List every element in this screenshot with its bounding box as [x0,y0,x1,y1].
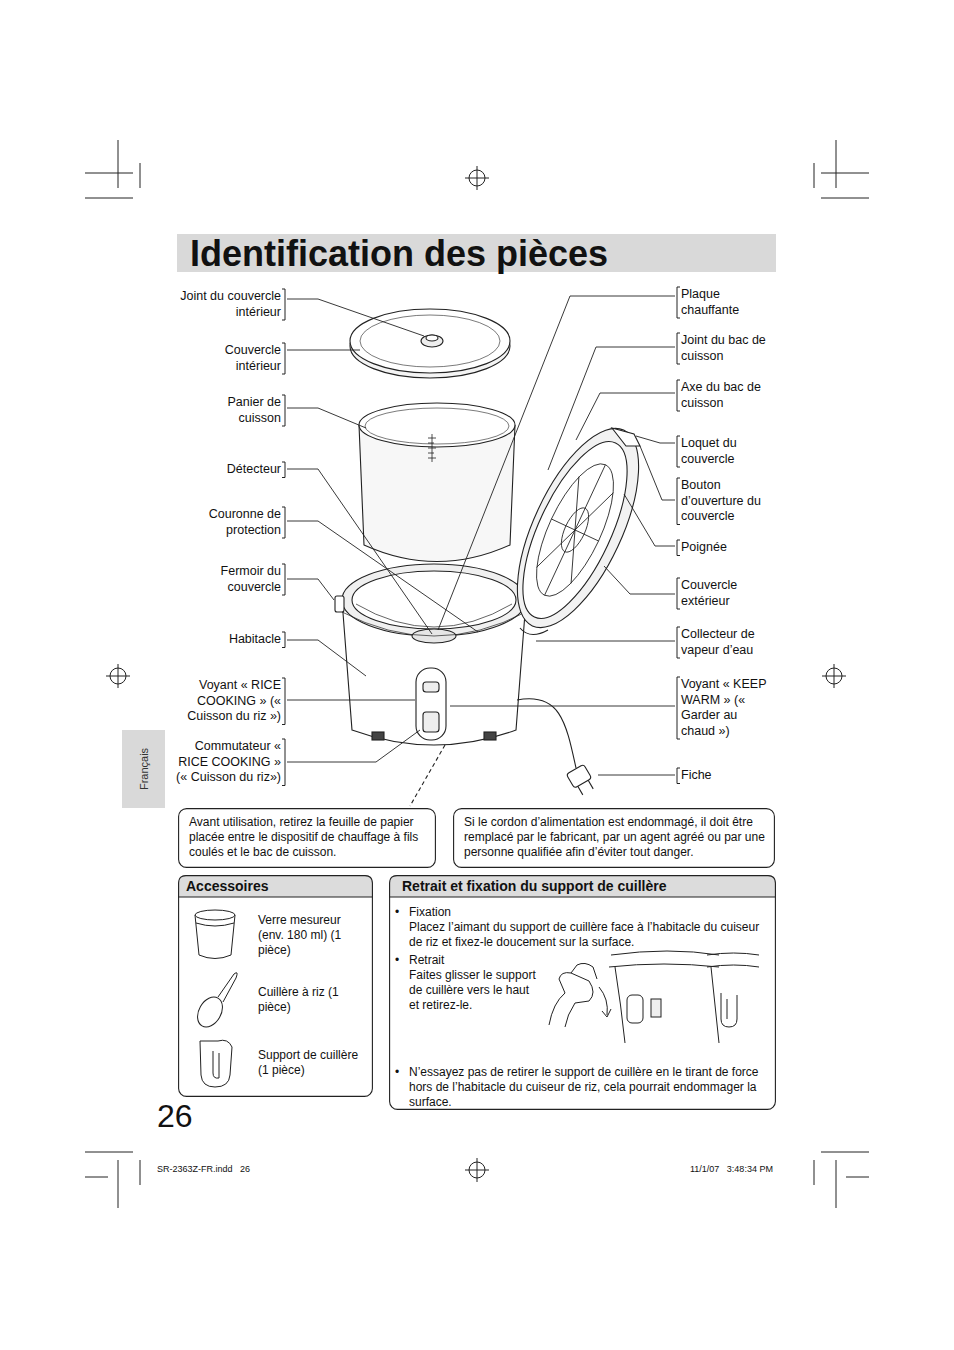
part-label: Fiche [681,768,741,784]
note-text: Cuillère à riz (1 pièce) [258,985,364,1015]
label-bracket [677,578,680,609]
label-bracket [282,289,285,320]
leader-line [604,566,675,594]
part-label: Couronne de protection [201,507,281,538]
label-bracket [677,627,680,658]
cooker-drawing [335,309,664,806]
leader-line [287,350,360,351]
label-bracket [677,333,680,364]
leader-line [438,296,675,630]
part-label: Habitacle [211,632,281,648]
part-label: Plaque chauffante [681,287,753,318]
bullet: • [395,905,407,920]
label-bracket [677,478,680,525]
label-bracket [282,507,285,538]
note-text: Avant utilisation, retirez la feuille de… [189,815,426,860]
leader-line [287,579,334,600]
part-label: Collecteur de vapeur d’eau [681,627,763,658]
note-box: Si le cordon d’alimentation est endommag… [453,808,775,868]
part-label: Fermoir du couvercle [211,564,281,595]
part-label: Voyant « KEEP WARM » (« Garder au chaud … [681,677,773,739]
label-bracket [677,287,680,318]
leader-line [287,700,415,701]
part-label: Panier de cuisson [219,395,281,426]
leader-line [287,469,432,634]
label-bracket [677,677,680,739]
part-label: Bouton d’ouverture du couvercle [681,478,771,525]
footer-date: 11/1/07 3:48:34 PM [690,1164,800,1175]
bullet: • [395,1065,407,1080]
label-bracket [677,380,680,411]
part-label: Couvercle intérieur [217,343,281,374]
leader-line [636,436,675,443]
tab-text: Français [136,748,151,790]
leader-line [287,730,420,762]
leader-line [450,706,675,707]
label-bracket [282,678,285,725]
note-text: Verre mesureur (env. 180 ml) (1 pièce) [258,913,364,958]
panel-heading: Retrait et fixation du support de cuillè… [402,878,772,895]
label-bracket [282,395,285,426]
footer-file: SR-2363Z-FR.indd 26 [157,1164,287,1175]
leader-line [598,775,675,776]
page-number: 26 [157,1098,217,1134]
part-label: Axe du bac de cuisson [681,380,775,411]
part-label: Joint du couvercle intérieur [169,289,281,320]
leader-line [624,494,675,546]
note-text: Faites glisser le support de cuillère ve… [409,968,537,1013]
part-label: Poignée [681,540,751,556]
panel-heading: Accessoires [186,878,366,895]
label-bracket [677,540,680,556]
note-box: Avant utilisation, retirez la feuille de… [178,808,436,868]
part-label: Loquet du couvercle [681,436,753,467]
registration-marks [85,140,869,1208]
language-tab: Français [122,730,165,808]
leader-line [536,641,675,642]
part-label: Commutateur « RICE COOKING » (« Cuisson … [169,739,281,786]
spoon-holder-panel: Retrait et fixation du support de cuillè… [389,875,776,1110]
leader-line [640,446,675,500]
accessories-panel: AccessoiresVerre mesureur (env. 180 ml) … [178,875,373,1097]
label-bracket [282,739,285,786]
leader-line [287,640,366,676]
note-text: Retrait [409,953,529,968]
label-bracket [677,768,680,784]
part-label: Couvercle extérieur [681,578,753,609]
title-band [177,234,776,272]
label-bracket [282,462,285,478]
label-bracket [282,343,285,374]
note-text: Placez l’aimant du support de cuillère f… [409,920,767,950]
leader-line [287,299,424,336]
note-text: N’essayez pas de retirer le support de c… [409,1065,759,1110]
part-label: Voyant « RICE COOKING » (« Cuisson du ri… [169,678,281,725]
label-bracket [282,564,285,595]
label-bracket [282,632,285,648]
leader-line [548,347,675,470]
note-text: Si le cordon d’alimentation est endommag… [464,815,765,860]
page-title: Identification des pièces [190,235,608,273]
leader-line [576,393,675,440]
bullet: • [395,953,407,968]
note-text: Fixation [409,905,609,920]
label-bracket [677,436,680,467]
note-text: Support de cuillère (1 pièce) [258,1048,368,1078]
part-label: Joint du bac de cuisson [681,333,775,364]
leader-line [287,521,478,632]
leader-line [287,408,366,428]
part-label: Détecteur [211,462,281,478]
